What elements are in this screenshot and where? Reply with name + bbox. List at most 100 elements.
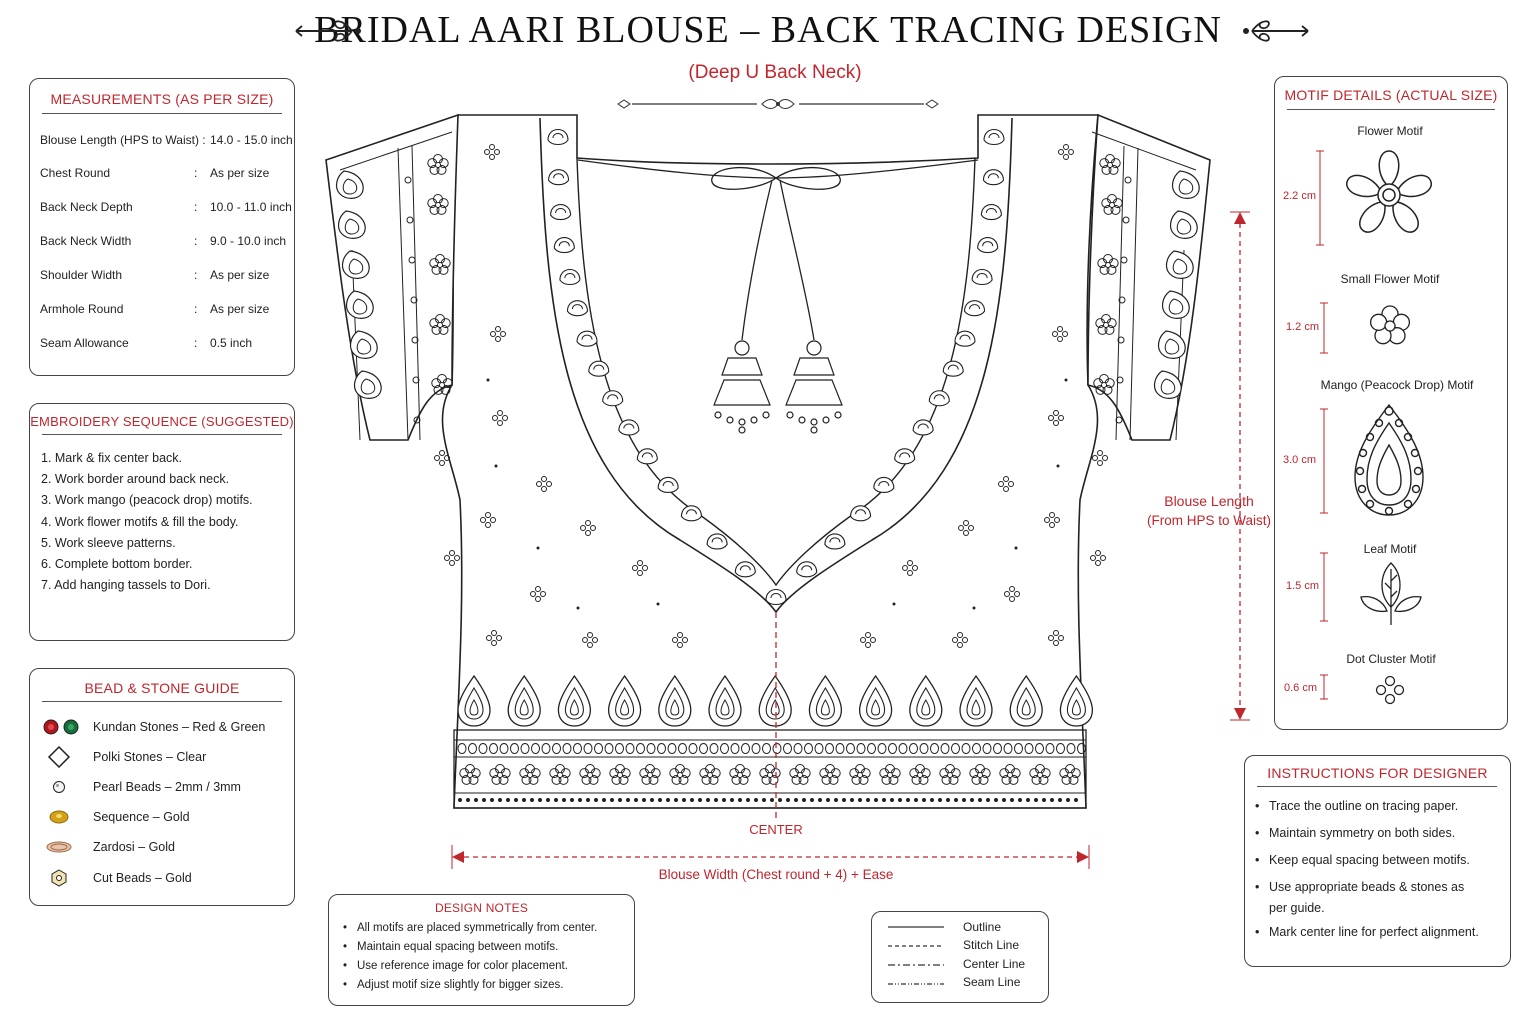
border-dot bbox=[722, 798, 726, 802]
instruction-item: Use appropriate beads & stones as bbox=[1255, 880, 1464, 894]
border-dot bbox=[730, 798, 734, 802]
border-bead bbox=[1045, 743, 1055, 754]
measurement-label: Seam Allowance bbox=[40, 336, 129, 350]
border-dot bbox=[474, 798, 478, 802]
border-dot bbox=[946, 798, 950, 802]
right-flourish-icon bbox=[1243, 20, 1309, 42]
border-dot bbox=[578, 798, 582, 802]
border-dot bbox=[738, 798, 742, 802]
border-dot bbox=[794, 798, 798, 802]
border-dot bbox=[546, 798, 550, 802]
measurement-separator: : bbox=[194, 336, 198, 350]
leaf-motif-icon bbox=[1360, 562, 1422, 625]
border-dot bbox=[690, 798, 694, 802]
border-dot bbox=[914, 798, 918, 802]
bead-guide-row: Zardosi – Gold bbox=[42, 836, 175, 858]
design-note: Maintain equal spacing between motifs. bbox=[343, 941, 558, 953]
flower-motif-icon bbox=[1346, 150, 1432, 233]
measurement-label: Shoulder Width bbox=[40, 268, 123, 282]
legend-seam-line: Seam Line bbox=[963, 975, 1021, 989]
border-bead bbox=[930, 743, 939, 754]
neck-scallop bbox=[796, 561, 818, 578]
neck-scallop bbox=[873, 476, 895, 494]
instruction-item: Maintain symmetry on both sides. bbox=[1255, 826, 1455, 840]
border-dot bbox=[930, 798, 934, 802]
measurement-value: 0.5 inch bbox=[210, 336, 253, 350]
measurements-title: MEASUREMENTS (AS PER SIZE) bbox=[50, 91, 274, 107]
measurement-separator: : bbox=[194, 302, 198, 316]
border-bead bbox=[751, 743, 761, 754]
border-dot bbox=[642, 798, 646, 802]
neck-scallop bbox=[954, 330, 976, 347]
neck-scallop bbox=[559, 268, 581, 286]
border-dot bbox=[1034, 798, 1038, 802]
neck-scallop bbox=[566, 300, 588, 317]
neck-scallop bbox=[636, 448, 658, 465]
measurement-value: 10.0 - 11.0 inch bbox=[210, 200, 292, 214]
neck-scallop bbox=[547, 128, 569, 146]
sequence-step: 2. Work border around back neck. bbox=[41, 472, 230, 487]
instruction-item-continued: per guide. bbox=[1269, 901, 1325, 915]
measurement-value: 14.0 - 15.0 inch bbox=[210, 133, 293, 147]
sequence-icon bbox=[42, 806, 82, 828]
border-dot bbox=[1058, 798, 1062, 802]
border-bead bbox=[919, 743, 929, 754]
border-dot bbox=[770, 798, 774, 802]
measurement-separator: : bbox=[194, 200, 198, 214]
border-bead bbox=[531, 743, 540, 754]
motif-label: Small Flower Motif bbox=[1340, 272, 1440, 286]
page-subtitle: (Deep U Back Neck) bbox=[688, 62, 862, 83]
border-dot bbox=[466, 798, 470, 802]
border-bead bbox=[562, 743, 572, 754]
border-dot bbox=[874, 798, 878, 802]
instructions-title: INSTRUCTIONS FOR DESIGNER bbox=[1267, 765, 1488, 781]
motif-size: 0.6 cm bbox=[1284, 682, 1318, 694]
border-bead bbox=[762, 743, 771, 754]
bead-guide-title: BEAD & STONE GUIDE bbox=[84, 680, 240, 696]
instructions-panel: INSTRUCTIONS FOR DESIGNER Trace the outl… bbox=[1244, 755, 1511, 967]
border-dot bbox=[882, 798, 886, 802]
border-dot bbox=[962, 798, 966, 802]
legend-outline: Outline bbox=[963, 920, 1002, 934]
border-dot bbox=[490, 798, 494, 802]
instruction-item: Mark center line for perfect alignment. bbox=[1255, 925, 1479, 939]
embroidery-sequence-title: EMBROIDERY SEQUENCE (SUGGESTED) bbox=[30, 414, 294, 429]
measurement-value: As per size bbox=[210, 166, 270, 180]
measurement-separator: : bbox=[194, 234, 198, 248]
motif-size: 1.5 cm bbox=[1286, 580, 1320, 592]
border-bead bbox=[709, 743, 719, 754]
neck-scallop bbox=[824, 533, 846, 550]
motif-size: 2.2 cm bbox=[1283, 190, 1317, 202]
zardosi-icon bbox=[42, 836, 82, 858]
border-dot bbox=[714, 798, 718, 802]
neck-scallop bbox=[553, 237, 575, 254]
neck-scallop bbox=[850, 505, 872, 522]
neck-scallop bbox=[734, 561, 756, 578]
design-note: All motifs are placed symmetrically from… bbox=[343, 922, 597, 934]
border-bead bbox=[783, 743, 792, 754]
neck-scallop bbox=[982, 169, 1004, 186]
measurement-value: 9.0 - 10.0 inch bbox=[210, 234, 287, 248]
measurement-value: As per size bbox=[210, 302, 270, 316]
border-dot bbox=[922, 798, 926, 802]
measurement-label: Chest Round bbox=[40, 166, 111, 180]
border-bead bbox=[940, 743, 950, 754]
border-dot bbox=[626, 798, 630, 802]
border-bead bbox=[1056, 743, 1065, 754]
pearl-bead-icon bbox=[42, 776, 82, 798]
center-label: CENTER bbox=[749, 822, 803, 837]
border-bead bbox=[646, 743, 656, 754]
border-dot bbox=[866, 798, 870, 802]
measurement-label: Armhole Round bbox=[40, 302, 124, 316]
border-bead bbox=[1066, 743, 1076, 754]
border-dot bbox=[586, 798, 590, 802]
border-bead bbox=[625, 743, 635, 754]
border-dot bbox=[826, 798, 830, 802]
border-dot bbox=[666, 798, 670, 802]
border-dot bbox=[658, 798, 662, 802]
motif-size: 3.0 cm bbox=[1283, 454, 1317, 466]
border-dot bbox=[890, 798, 894, 802]
border-dot bbox=[706, 798, 710, 802]
border-bead bbox=[972, 743, 981, 754]
